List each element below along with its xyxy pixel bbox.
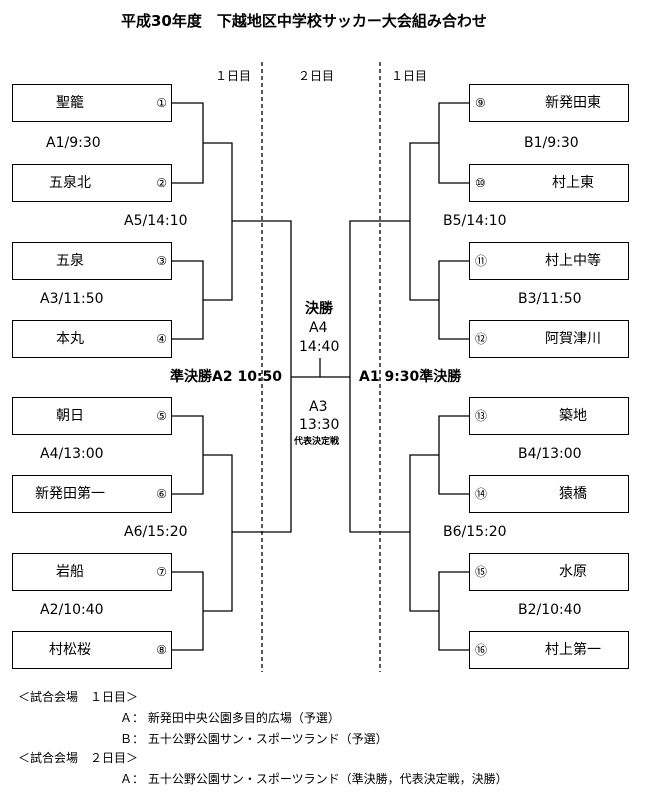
venue-day2-header: ＜試合会場 ２日目＞ xyxy=(18,751,139,765)
final-label: 決勝 xyxy=(305,301,333,317)
third-place-match: A3 xyxy=(309,399,328,415)
team-name: 村松桜 xyxy=(49,642,91,658)
team-number: ⑯ xyxy=(475,643,488,657)
team-name: 村上第一 xyxy=(545,642,601,658)
team-number: ⑩ xyxy=(475,176,486,190)
team-name: 新発田東 xyxy=(545,95,601,111)
team-number: ⑤ xyxy=(156,409,167,423)
team-number: ⑧ xyxy=(156,643,167,657)
match-label-b3: B3/11:50 xyxy=(518,291,582,307)
team-name: 阿賀津川 xyxy=(545,331,601,347)
team-box-left-6: 新発田第一 ⑥ xyxy=(12,475,172,513)
team-number: ⑫ xyxy=(475,332,488,346)
third-place-label: 代表決定戦 xyxy=(294,437,340,447)
team-name: 猿橋 xyxy=(559,486,587,502)
team-number: ⑥ xyxy=(156,487,167,501)
semifinal-right-label: A1 9:30準決勝 xyxy=(359,369,462,385)
team-box-left-5: 朝日 ⑤ xyxy=(12,397,172,435)
team-name: 五泉 xyxy=(56,253,84,269)
team-number: ⑬ xyxy=(475,409,488,423)
team-box-right-14: ⑭ 猿橋 xyxy=(469,475,629,513)
venue-day1-header: ＜試合会場 １日目＞ xyxy=(18,690,139,704)
team-number: ⑪ xyxy=(475,254,488,268)
team-box-right-13: ⑬ 築地 xyxy=(469,397,629,435)
day1-left-label: １日目 xyxy=(215,69,252,83)
team-number: ④ xyxy=(156,332,167,346)
match-label-b4: B4/13:00 xyxy=(518,446,582,462)
team-box-right-16: ⑯ 村上第一 xyxy=(469,631,629,669)
match-label-a3: A3/11:50 xyxy=(40,291,104,307)
match-label-a6: A6/15:20 xyxy=(124,524,188,540)
match-label-b1: B1/9:30 xyxy=(524,135,579,151)
team-box-right-11: ⑪ 村上中等 xyxy=(469,242,629,280)
match-label-a5: A5/14:10 xyxy=(124,213,188,229)
team-box-right-9: ⑨ 新発田東 xyxy=(469,84,629,122)
team-name: 岩船 xyxy=(56,564,84,580)
team-box-left-7: 岩船 ⑦ xyxy=(12,553,172,591)
match-label-a2: A2/10:40 xyxy=(40,602,104,618)
team-name: 村上東 xyxy=(552,175,594,191)
team-box-left-2: 五泉北 ② xyxy=(12,164,172,202)
page-title: 平成30年度 下越地区中学校サッカー大会組み合わせ xyxy=(121,12,487,30)
team-number: ⑮ xyxy=(475,565,488,579)
match-label-b6: B6/15:20 xyxy=(443,524,507,540)
team-number: ③ xyxy=(156,254,167,268)
team-box-right-15: ⑮ 水原 xyxy=(469,553,629,591)
match-label-a1: A1/9:30 xyxy=(46,135,101,151)
team-box-right-12: ⑫ 阿賀津川 xyxy=(469,320,629,358)
final-match: A4 xyxy=(309,320,328,336)
team-name: 築地 xyxy=(559,408,587,424)
team-number: ⑨ xyxy=(475,96,486,110)
match-label-b5: B5/14:10 xyxy=(443,213,507,229)
day2-center-label: ２日目 xyxy=(298,69,335,83)
team-box-left-3: 五泉 ③ xyxy=(12,242,172,280)
match-label-a4: A4/13:00 xyxy=(40,446,104,462)
team-box-left-1: 聖籠 ① xyxy=(12,84,172,122)
team-box-right-10: ⑩ 村上東 xyxy=(469,164,629,202)
team-name: 聖籠 xyxy=(56,95,84,111)
venue-day1-b: Ｂ： 五十公野公園サン・スポーツランド（予選） xyxy=(120,732,388,746)
team-name: 朝日 xyxy=(56,408,84,424)
team-box-left-4: 本丸 ④ xyxy=(12,320,172,358)
venue-day1-a: Ａ： 新発田中央公園多目的広場（予選） xyxy=(120,711,340,725)
team-name: 村上中等 xyxy=(545,253,601,269)
team-number: ⑭ xyxy=(475,487,488,501)
team-number: ① xyxy=(156,96,167,110)
match-label-b2: B2/10:40 xyxy=(518,602,582,618)
team-box-left-8: 村松桜 ⑧ xyxy=(12,631,172,669)
semifinal-left-label: 準決勝A2 10:50 xyxy=(170,369,283,385)
team-number: ② xyxy=(156,176,167,190)
team-name: 本丸 xyxy=(56,331,84,347)
team-number: ⑦ xyxy=(156,565,167,579)
venue-day2-a: Ａ： 五十公野公園サン・スポーツランド（準決勝，代表決定戦，決勝） xyxy=(120,772,508,786)
day1-right-label: １日目 xyxy=(391,69,428,83)
team-name: 水原 xyxy=(559,564,587,580)
team-name: 新発田第一 xyxy=(35,486,105,502)
final-time: 14:40 xyxy=(299,339,340,355)
third-place-time: 13:30 xyxy=(299,417,340,433)
team-name: 五泉北 xyxy=(49,175,91,191)
